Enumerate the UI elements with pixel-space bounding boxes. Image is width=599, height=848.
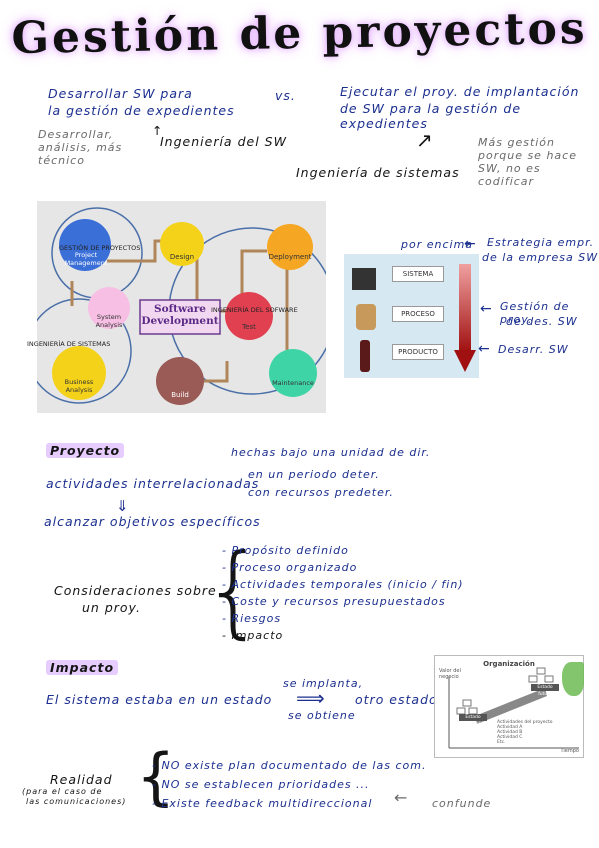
- compare-left-line1: Desarrollar SW para: [48, 86, 193, 101]
- level-box-producto: PRODUCTO: [392, 344, 444, 360]
- org-estado-futuro: Estado futuro: [537, 685, 553, 697]
- org-chart-xlabel: Tiempo: [560, 748, 579, 754]
- page-title: Gestión de proyectos: [10, 2, 589, 65]
- proyecto-recursos: con recursos predeter.: [248, 486, 394, 499]
- region-label-software: INGENIERÍA DEL SOFWARE: [211, 306, 298, 314]
- node-label-maintenance: Maintenance: [272, 379, 314, 387]
- impacto-below: se obtiene: [288, 709, 356, 722]
- node-maintenance: [269, 349, 317, 397]
- arrow-left-icon: ←: [480, 301, 493, 317]
- level-label-1a: Estrategia empr.: [487, 236, 595, 249]
- level-box-sistema: SISTEMA: [392, 266, 444, 282]
- proyecto-periodo: en un periodo deter.: [248, 468, 380, 481]
- node-deployment: [267, 224, 313, 270]
- compare-right-label: Ingeniería de sistemas: [296, 165, 460, 180]
- impacto-line-a: El sistema estaba en un estado: [46, 692, 273, 707]
- list-item: - Propósito definido: [222, 544, 349, 557]
- consideraciones-label-2: un proy.: [82, 600, 141, 615]
- flow-arrow: [240, 249, 267, 296]
- org-actividades: Actividades del proyecto Actividad A Act…: [497, 720, 553, 745]
- level-label-1b: de la empresa SW: [482, 251, 599, 264]
- flow-arrow: [197, 361, 229, 383]
- node-label-test: Test: [242, 323, 256, 331]
- org-chart-title: Organización: [483, 660, 535, 668]
- confunde-label: confunde: [432, 797, 492, 810]
- arrow-left-icon: ←: [464, 236, 477, 252]
- proyecto-heading-text: Proyecto: [46, 443, 125, 458]
- list-item: - Actividades temporales (inicio / fin): [222, 578, 464, 591]
- sdlc-diagram: Software Development Project Management …: [26, 201, 336, 413]
- arrow-up-right-icon: ↗: [416, 128, 434, 152]
- proyecto-alcanzar: alcanzar objetivos específicos: [44, 514, 261, 529]
- node-label-build: Build: [171, 391, 189, 399]
- compare-vs: vs.: [275, 88, 296, 103]
- por-encima-label: por encima: [401, 238, 474, 251]
- proyecto-bajo: hechas bajo una unidad de dir.: [231, 446, 431, 459]
- organization-chart: Organización Valor del negocio Tiempo Es…: [434, 655, 584, 758]
- arrow-left-icon: ←: [394, 788, 408, 807]
- arrow-up-icon: ↑: [152, 123, 164, 138]
- list-item: - Impacto: [222, 629, 284, 642]
- level-label-3: Desarr. SW: [498, 343, 569, 356]
- region-label-pm: GESTIÓN DE PROYECTOS: [59, 244, 141, 252]
- list-item: - NO existe plan documentado de las com.: [152, 759, 427, 772]
- node-label-design: Design: [169, 253, 195, 261]
- double-arrow-down-icon: ⇓: [116, 497, 130, 515]
- compare-right-line1: Ejecutar el proy. de implantación: [340, 84, 580, 99]
- impacto-line-b: otro estado: [355, 692, 438, 707]
- realidad-sub-1: (para el caso de: [22, 787, 103, 796]
- green-map-icon: [562, 662, 584, 696]
- impacto-heading: Impacto: [46, 660, 119, 675]
- sdlc-diagram-svg: [26, 207, 336, 405]
- level-label-2a: Gestión de proy.: [500, 300, 570, 326]
- consideraciones-label-1: Consideraciones sobre: [54, 583, 217, 598]
- realidad-sub-2: las comunicaciones): [26, 797, 127, 806]
- consideraciones-list: - Propósito definido - Proceso organizad…: [222, 542, 464, 644]
- compare-right-line2: de SW para la gestión de expedientes: [340, 101, 522, 131]
- double-arrow-right-icon: ⟹: [296, 686, 325, 710]
- brace-icon: {: [202, 532, 266, 649]
- realidad-label: Realidad: [50, 772, 113, 787]
- list-item: - Existe feedback multidireccional: [152, 797, 373, 810]
- compare-left-line2: la gestión de expedientes: [48, 103, 235, 118]
- levels-image: SISTEMA PROCESO PRODUCTO: [344, 254, 479, 378]
- node-label-business-analysis: Business Analysis: [64, 378, 94, 394]
- node-label-system-analysis: System Analysis: [95, 313, 123, 329]
- node-business-analysis: [52, 346, 106, 400]
- node-system-analysis: [88, 287, 130, 329]
- down-arrow-icon: [454, 264, 476, 372]
- tools-icon: [356, 304, 376, 330]
- list-item: - Riesgos: [222, 612, 282, 625]
- level-box-proceso: PROCESO: [392, 306, 444, 322]
- node-project-management: [59, 219, 111, 271]
- level-label-2b: de des. SW: [506, 315, 578, 328]
- compare-left-note: Desarrollar, análisis, más técnico: [38, 128, 123, 167]
- compare-left-label: Ingeniería del SW: [160, 134, 287, 149]
- impacto-above: se implanta,: [283, 677, 364, 690]
- list-item: - Coste y recursos presupuestados: [222, 595, 446, 608]
- impacto-heading-text: Impacto: [46, 660, 119, 675]
- brace-icon: {: [136, 740, 176, 813]
- proyecto-heading: Proyecto: [46, 443, 125, 458]
- node-label-project-management: Project Management: [64, 251, 108, 267]
- proyecto-line: actividades interrelacionadas: [46, 476, 260, 491]
- compare-right-note: Más gestión porque se hace SW, no es cod…: [478, 136, 577, 188]
- factory-icon: [352, 268, 376, 290]
- realidad-list: - NO existe plan documentado de las com.…: [152, 756, 426, 813]
- node-label-deployment: Deployment: [268, 253, 312, 261]
- center-box: [139, 299, 221, 335]
- region-label-systems: INGENIERÍA DE SISTEMAS: [27, 340, 111, 348]
- list-item: - Proceso organizado: [222, 561, 358, 574]
- node-test: [225, 292, 273, 340]
- node-design: [160, 222, 204, 266]
- org-estado-actual: Estado actual: [465, 715, 481, 727]
- list-item: - NO se establecen prioridades ...: [152, 778, 370, 791]
- org-chart-svg: [448, 667, 579, 749]
- bottle-icon: [360, 340, 370, 372]
- center-label: Software Development: [141, 303, 219, 327]
- node-build: [156, 357, 204, 405]
- arrow-left-icon: ←: [478, 341, 491, 357]
